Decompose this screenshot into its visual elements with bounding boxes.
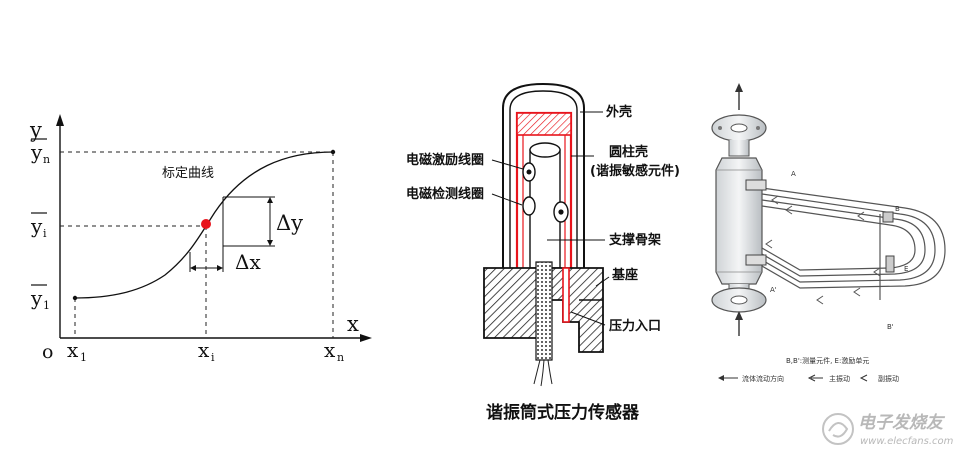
- label-inlet: 压力入口: [609, 318, 661, 334]
- element-e: [885, 255, 895, 273]
- top-flange-hole: [730, 123, 748, 133]
- curve-label: 标定曲线: [162, 166, 214, 181]
- label-x-i: x i: [198, 338, 215, 364]
- sensor-diagram: 外壳 圆柱壳 (谐振敏感元件) 电磁激励线圈 电磁检测线圈 支撑骨架 基座 压力…: [406, 82, 680, 423]
- legend-secondary: 副振动: [859, 374, 899, 383]
- svg-text:1: 1: [80, 351, 87, 364]
- legend-line1: B,B':测量元件, E:激励单元: [786, 356, 869, 365]
- curve-end-point: [330, 149, 336, 155]
- support-top: [529, 142, 561, 158]
- label-b-prime: B': [887, 323, 894, 331]
- calibration-graph: y x o y n y i y 1 x 1 x i x n 标定: [29, 114, 372, 364]
- guide-lines: [60, 151, 334, 338]
- label-support: 支撑骨架: [608, 232, 661, 248]
- shell-inner-wall: [509, 90, 578, 272]
- label-y-1: y 1: [30, 284, 50, 312]
- label-b: B: [895, 205, 900, 213]
- legend-main: 主振动: [807, 374, 850, 383]
- svg-text:y: y: [30, 214, 43, 238]
- element-a: [745, 179, 767, 191]
- svg-text:x: x: [198, 338, 210, 362]
- label-cylinder: 圆柱壳: [609, 144, 648, 160]
- svg-text:x: x: [67, 338, 79, 362]
- origin-label: o: [42, 341, 53, 363]
- delta-y-arrow-top: [267, 197, 273, 203]
- x-axis-label: x: [347, 312, 359, 336]
- delta-x-arrow-right: [217, 265, 223, 271]
- delta-x-arrow-left: [190, 265, 196, 271]
- label-y-n: y n: [30, 138, 50, 166]
- svg-text:y: y: [30, 140, 43, 164]
- highlight-point: [201, 219, 211, 229]
- svg-text:y: y: [30, 286, 43, 310]
- svg-text:i: i: [43, 227, 47, 240]
- label-a-prime: A': [770, 286, 777, 294]
- label-base: 基座: [611, 267, 638, 283]
- y-axis-arrow: [56, 114, 64, 126]
- label-detect-coil: 电磁检测线圈: [406, 186, 484, 202]
- svg-text:流体流动方向: 流体流动方向: [742, 374, 784, 383]
- svg-text:n: n: [43, 153, 50, 166]
- vibration-arrows: [765, 195, 881, 305]
- watermark: 电子发烧友 www.elecfans.com: [822, 413, 954, 447]
- excite-coil-core: [526, 169, 532, 175]
- lead-column: [535, 261, 553, 361]
- watermark-text: 电子发烧友: [858, 413, 946, 433]
- flow-arrow-top-head: [735, 83, 743, 92]
- lead-wires: [533, 359, 553, 387]
- detect-coil: [522, 196, 536, 216]
- label-a: A: [791, 170, 796, 178]
- label-y-i: y i: [30, 212, 47, 240]
- svg-text:1: 1: [43, 299, 50, 312]
- label-shell: 外壳: [605, 104, 632, 120]
- delta-y-label: Δy: [276, 211, 303, 235]
- detect-coil-core: [558, 209, 564, 215]
- flowmeter-diagram: A A' B B' E B,B':测量元件, E:激励单元 流体流动方向 主振动…: [711, 83, 946, 383]
- flow-arrow-bottom-head: [735, 311, 743, 320]
- x-axis-arrow: [360, 334, 372, 342]
- curve-start-point: [72, 295, 78, 301]
- label-excite-coil: 电磁激励线圈: [406, 152, 484, 168]
- element-a-prime: [745, 254, 767, 266]
- delta-y-arrow-bottom: [267, 240, 273, 246]
- svg-text:主振动: 主振动: [829, 374, 850, 383]
- calibration-curve: [74, 151, 334, 299]
- label-x-1: x 1: [67, 338, 87, 364]
- u-tubes: [761, 187, 946, 289]
- svg-text:x: x: [324, 338, 336, 362]
- label-x-n: x n: [324, 338, 344, 364]
- delta-x-label: Δx: [235, 250, 261, 274]
- label-e: E: [904, 265, 908, 273]
- sensor-caption: 谐振筒式压力传感器: [486, 402, 640, 423]
- svg-text:副振动: 副振动: [878, 374, 899, 383]
- label-cylinder-note: (谐振敏感元件): [590, 163, 680, 179]
- top-neck: [728, 140, 750, 157]
- svg-text:i: i: [211, 351, 215, 364]
- svg-text:n: n: [337, 351, 344, 364]
- y-axis-label: y: [29, 118, 42, 142]
- leader-lines: [491, 111, 610, 326]
- watermark-url: www.elecfans.com: [860, 436, 954, 447]
- legend-flow: 流体流动方向: [718, 374, 784, 383]
- element-b: [882, 211, 894, 223]
- watermark-logo-icon: [822, 413, 854, 445]
- cylinder-cap: [516, 112, 572, 136]
- pressure-port: [562, 267, 570, 323]
